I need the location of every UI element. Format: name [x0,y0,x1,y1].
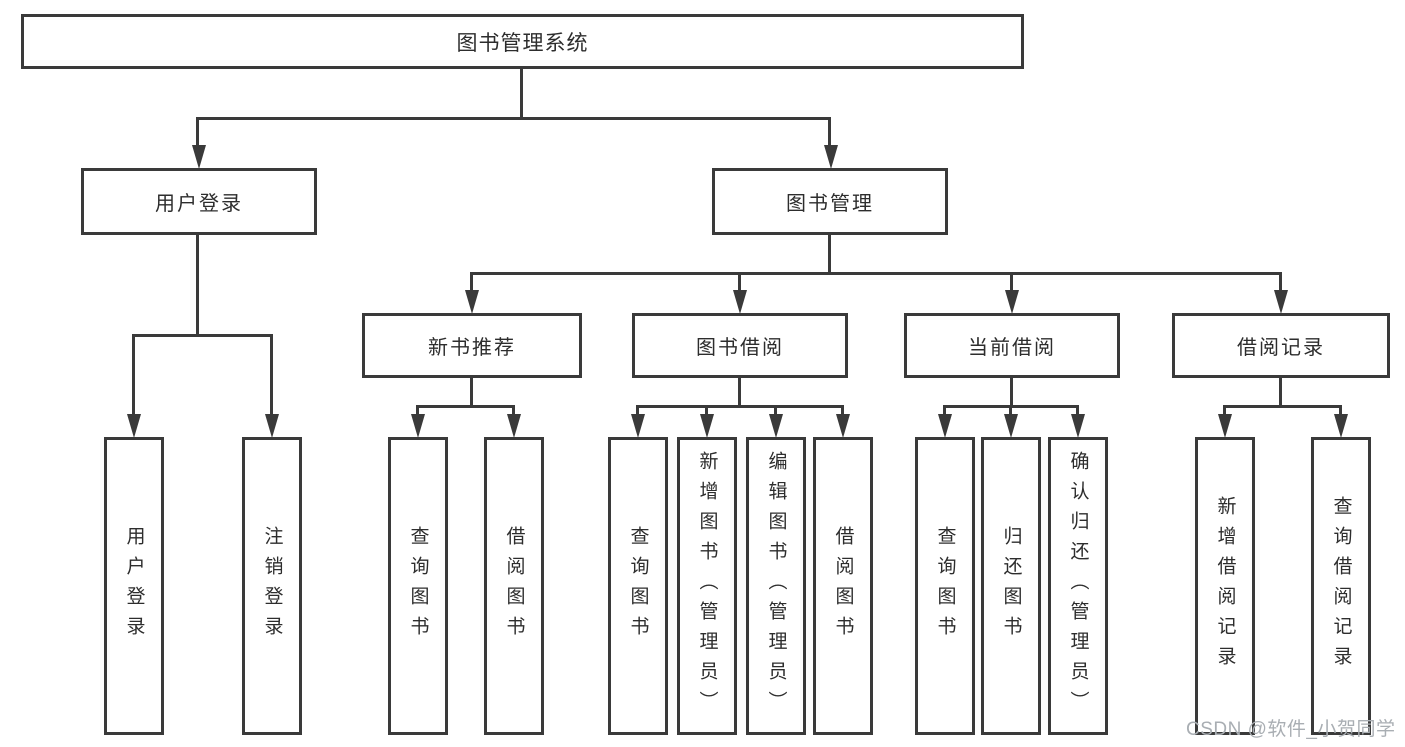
connector-line [1339,405,1342,416]
connector-line [738,272,741,292]
leaf-borrow-borrow-books: 借阅图书 [813,437,873,735]
leaf-recommend-query-books: 查询图书 [388,437,448,735]
leaf-logout: 注销登录 [242,437,302,735]
connector-line [512,405,515,416]
arrowhead-down-icon [1334,414,1348,438]
node-book-management-group-label: 图书管理 [786,193,874,215]
leaf-borrow-add-books-admin-label: 新增图书（管理员） [696,451,718,721]
leaf-borrow-borrow-books-label: 借阅图书 [832,526,854,646]
arrowhead-down-icon [836,414,850,438]
connector-line [1010,272,1013,292]
node-user-login-group-label: 用户登录 [155,193,243,215]
leaf-user-login-label: 用户登录 [123,526,145,646]
arrowhead-down-icon [1004,414,1018,438]
node-borrow-records: 借阅记录 [1172,313,1390,378]
connector-line [1009,405,1012,416]
leaf-records-add-record-label: 新增借阅记录 [1214,496,1236,676]
leaf-user-login: 用户登录 [104,437,164,735]
connector-line [828,117,831,148]
leaf-borrow-query-books-label: 查询图书 [627,526,649,646]
connector-line [705,405,708,416]
connector-line [1223,405,1342,408]
connector-line [828,234,831,275]
leaf-records-add-record: 新增借阅记录 [1195,437,1255,735]
leaf-current-query-books-label: 查询图书 [934,526,956,646]
arrowhead-down-icon [700,414,714,438]
leaf-records-query-record-label: 查询借阅记录 [1330,496,1352,676]
node-root-system: 图书管理系统 [21,14,1024,69]
connector-line [1010,377,1013,407]
leaf-current-query-books: 查询图书 [915,437,975,735]
connector-line [1076,405,1079,416]
connector-line [470,377,473,407]
connector-line [132,334,135,415]
node-user-login-group: 用户登录 [81,168,317,235]
node-borrow-records-label: 借阅记录 [1237,337,1325,359]
leaf-recommend-borrow-books-label: 借阅图书 [503,526,525,646]
leaf-records-query-record: 查询借阅记录 [1311,437,1371,735]
leaf-recommend-borrow-books: 借阅图书 [484,437,544,735]
arrowhead-down-icon [265,414,279,438]
arrowhead-down-icon [1005,290,1019,314]
arrowhead-down-icon [507,414,521,438]
leaf-borrow-query-books: 查询图书 [608,437,668,735]
node-current-borrow-label: 当前借阅 [968,337,1056,359]
connector-line [270,334,273,415]
arrowhead-down-icon [769,414,783,438]
connector-line [470,272,1282,275]
connector-line [636,405,844,408]
arrowhead-down-icon [938,414,952,438]
leaf-current-confirm-return-admin: 确认归还（管理员） [1048,437,1108,735]
connector-line [196,234,199,336]
connector-line [636,405,639,416]
node-root-system-label: 图书管理系统 [456,31,589,55]
arrowhead-down-icon [631,414,645,438]
connector-line [841,405,844,416]
arrowhead-down-icon [192,145,206,169]
connector-line [1279,377,1282,407]
node-book-management-group: 图书管理 [712,168,948,235]
node-new-book-recommend: 新书推荐 [362,313,582,378]
arrowhead-down-icon [1274,290,1288,314]
connector-line [943,405,946,416]
arrowhead-down-icon [411,414,425,438]
connector-line [1279,272,1282,292]
node-new-book-recommend-label: 新书推荐 [428,337,516,359]
arrowhead-down-icon [824,145,838,169]
connector-line [196,117,831,120]
arrowhead-down-icon [1071,414,1085,438]
leaf-borrow-add-books-admin: 新增图书（管理员） [677,437,737,735]
node-current-borrow: 当前借阅 [904,313,1120,378]
arrowhead-down-icon [127,414,141,438]
leaf-current-return-books: 归还图书 [981,437,1041,735]
leaf-borrow-edit-books-admin-label: 编辑图书（管理员） [765,451,787,721]
connector-line [520,69,523,119]
node-book-borrow-label: 图书借阅 [696,337,784,359]
connector-line [416,405,515,408]
connector-line [470,272,473,292]
node-book-borrow: 图书借阅 [632,313,848,378]
connector-line [416,405,419,416]
leaf-recommend-query-books-label: 查询图书 [407,526,429,646]
leaf-logout-label: 注销登录 [261,526,283,646]
connector-line [738,377,741,407]
connector-line [196,117,199,148]
arrowhead-down-icon [465,290,479,314]
arrowhead-down-icon [733,290,747,314]
connector-line [1223,405,1226,416]
leaf-borrow-edit-books-admin: 编辑图书（管理员） [746,437,806,735]
leaf-current-return-books-label: 归还图书 [1000,526,1022,646]
csdn-watermark: CSDN @软件_小贺同学 [1186,719,1396,740]
arrowhead-down-icon [1218,414,1232,438]
connector-line [132,334,273,337]
leaf-current-confirm-return-admin-label: 确认归还（管理员） [1067,451,1089,721]
connector-line [774,405,777,416]
